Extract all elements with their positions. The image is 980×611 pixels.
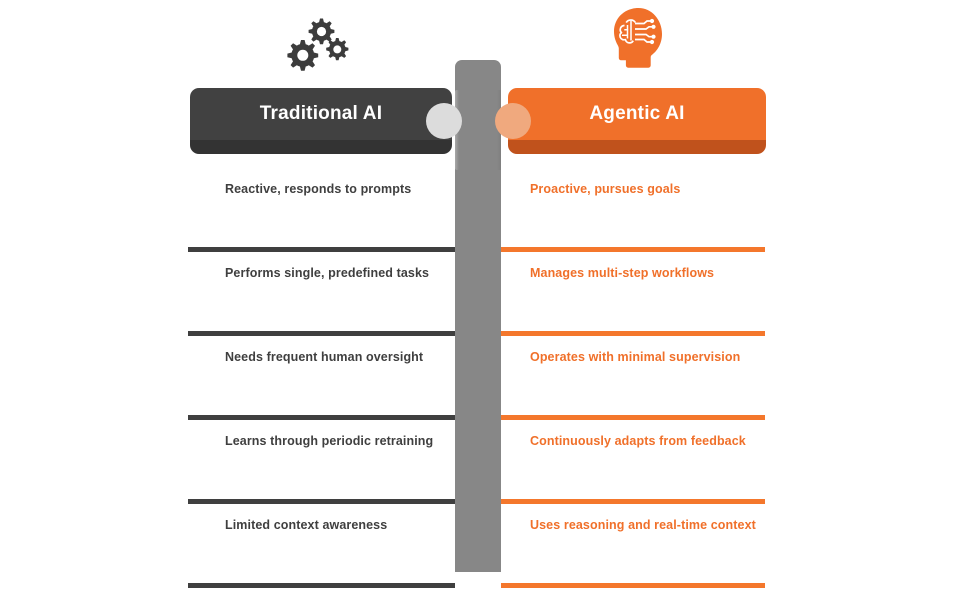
row-text-agentic: Operates with minimal supervision [530, 350, 741, 364]
row-cell-agentic: Operates with minimal supervision [501, 336, 765, 420]
gears-icon [282, 8, 358, 78]
row-cell-agentic: Continuously adapts from feedback [501, 420, 765, 504]
row-cell-agentic: Proactive, pursues goals [501, 168, 765, 252]
table-row: Learns through periodic retraining Conti… [0, 420, 980, 504]
row-rule-left [188, 415, 455, 420]
row-rule-left [188, 331, 455, 336]
row-text-agentic: Continuously adapts from feedback [530, 434, 746, 448]
header-agentic-ai-face: Agentic AI [508, 88, 766, 140]
row-text-agentic: Manages multi-step workflows [530, 266, 715, 280]
header-traditional-ai-base [190, 140, 452, 154]
row-rule-right [501, 583, 765, 588]
header-agentic-ai-label: Agentic AI [589, 103, 685, 124]
header-traditional-ai[interactable]: Traditional AI [190, 88, 452, 154]
row-cell-traditional: Needs frequent human oversight [188, 336, 455, 420]
row-rule-right [501, 499, 765, 504]
table-row: Performs single, predefined tasks Manage… [0, 252, 980, 336]
table-row: Reactive, responds to prompts Proactive,… [0, 168, 980, 252]
header-traditional-ai-face: Traditional AI [190, 88, 452, 140]
row-rule-left [188, 583, 455, 588]
table-row: Limited context awareness Uses reasoning… [0, 504, 980, 588]
row-cell-traditional: Reactive, responds to prompts [188, 168, 455, 252]
row-rule-right [501, 331, 765, 336]
row-text-agentic: Proactive, pursues goals [530, 182, 681, 196]
knob-right-icon [495, 103, 531, 139]
header-agentic-ai-base [508, 140, 766, 154]
row-rule-right [501, 415, 765, 420]
row-rule-left [188, 247, 455, 252]
table-row: Needs frequent human oversight Operates … [0, 336, 980, 420]
row-cell-traditional: Limited context awareness [188, 504, 455, 588]
header-agentic-ai[interactable]: Agentic AI [508, 88, 766, 154]
row-cell-agentic: Manages multi-step workflows [501, 252, 765, 336]
row-rule-left [188, 499, 455, 504]
row-text-traditional: Performs single, predefined tasks [225, 266, 430, 280]
row-text-agentic: Uses reasoning and real-time context [530, 518, 756, 532]
header-traditional-ai-label: Traditional AI [259, 103, 383, 124]
row-text-traditional: Learns through periodic retraining [225, 434, 434, 448]
row-text-traditional: Limited context awareness [225, 518, 388, 532]
row-rule-right [501, 247, 765, 252]
knob-left-icon [426, 103, 462, 139]
row-cell-traditional: Learns through periodic retraining [188, 420, 455, 504]
row-cell-agentic: Uses reasoning and real-time context [501, 504, 765, 588]
row-text-traditional: Needs frequent human oversight [225, 350, 424, 364]
brain-head-icon [600, 4, 676, 74]
row-text-traditional: Reactive, responds to prompts [225, 182, 412, 196]
row-cell-traditional: Performs single, predefined tasks [188, 252, 455, 336]
